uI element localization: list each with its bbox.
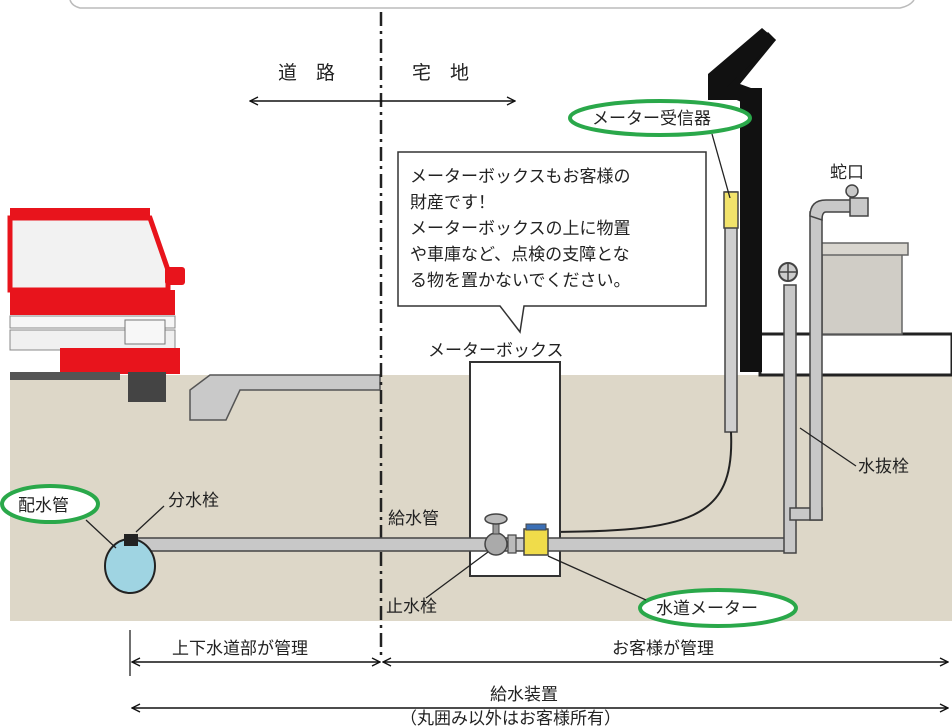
- distribution-main-leader: [85, 519, 117, 549]
- notice-line-5: る物を置かないでください。: [410, 271, 631, 291]
- faucet-basin-rim: [814, 242, 909, 256]
- equipment-title: 給水装置: [490, 685, 558, 705]
- riser-pipe: [783, 284, 797, 554]
- road-label: 道 路: [278, 62, 335, 84]
- service-pipe-label: 給水管: [388, 509, 439, 529]
- branch-valve-leader: [135, 505, 165, 533]
- receiver-cable: [539, 431, 733, 533]
- water-meter-icon: [523, 528, 549, 556]
- notice-line-2: 財産です！: [410, 193, 495, 213]
- customer-managed-label: お客様が管理: [612, 639, 714, 659]
- property-label: 宅 地: [412, 62, 469, 84]
- distribution-main-icon: [104, 538, 156, 594]
- black-pole-top: [708, 28, 776, 100]
- notice-bubble: [397, 151, 707, 334]
- meter-receiver-ring: [568, 99, 752, 137]
- faucet-handle-icon: [845, 184, 859, 198]
- city-managed-label: 上下水道部が管理: [172, 639, 308, 659]
- faucet-spout: [849, 197, 869, 217]
- top-frame-edge: [69, 0, 915, 9]
- black-pole: [718, 32, 776, 372]
- branch-valve-icon: [124, 534, 138, 546]
- car: [7, 208, 185, 402]
- distribution-main-label: 配水管: [18, 496, 69, 516]
- water-meter-top: [525, 523, 547, 531]
- stop-valve-leader: [425, 551, 489, 599]
- notice-line-3: メーターボックスの上に物置: [410, 219, 631, 239]
- notice-line-1: メーターボックスもお客様の: [410, 167, 631, 187]
- stop-valve-handle-icon: [484, 513, 508, 525]
- water-meter-label: 水道メーター: [656, 599, 758, 619]
- water-meter-ring: [638, 588, 798, 628]
- equipment-note: （丸囲み以外はお客様所有）: [400, 709, 621, 727]
- faucet-elbow: [809, 199, 853, 222]
- drain-valve-label: 水抜栓: [858, 457, 909, 477]
- faucet-label: 蛇口: [830, 163, 864, 183]
- notice-text: メーターボックスもお客様の 財産です！ メーターボックスの上に物置 や車庫など、…: [410, 167, 631, 291]
- faucet-riser: [809, 211, 823, 521]
- notice-line-4: や車庫など、点検の支障とな: [410, 245, 630, 265]
- stop-valve-label: 止水栓: [386, 597, 437, 617]
- distribution-main-ring: [0, 484, 100, 524]
- stop-valve-flange: [507, 534, 517, 554]
- water-meter-leader: [547, 555, 647, 601]
- branch-valve-label: 分水栓: [168, 491, 219, 511]
- black-pole-body: [740, 100, 760, 372]
- property-surface: [380, 375, 952, 400]
- stop-valve-body: [484, 532, 508, 556]
- faucet-basin: [821, 247, 903, 335]
- main-service-pipe: [135, 537, 791, 552]
- meter-receiver-label: メーター受信器: [592, 109, 711, 129]
- meter-box-label: メーターボックス: [428, 341, 564, 361]
- meter-receiver-unit: [723, 191, 739, 229]
- meter-receiver-leader: [711, 133, 731, 199]
- drain-valve-leader: [799, 427, 857, 467]
